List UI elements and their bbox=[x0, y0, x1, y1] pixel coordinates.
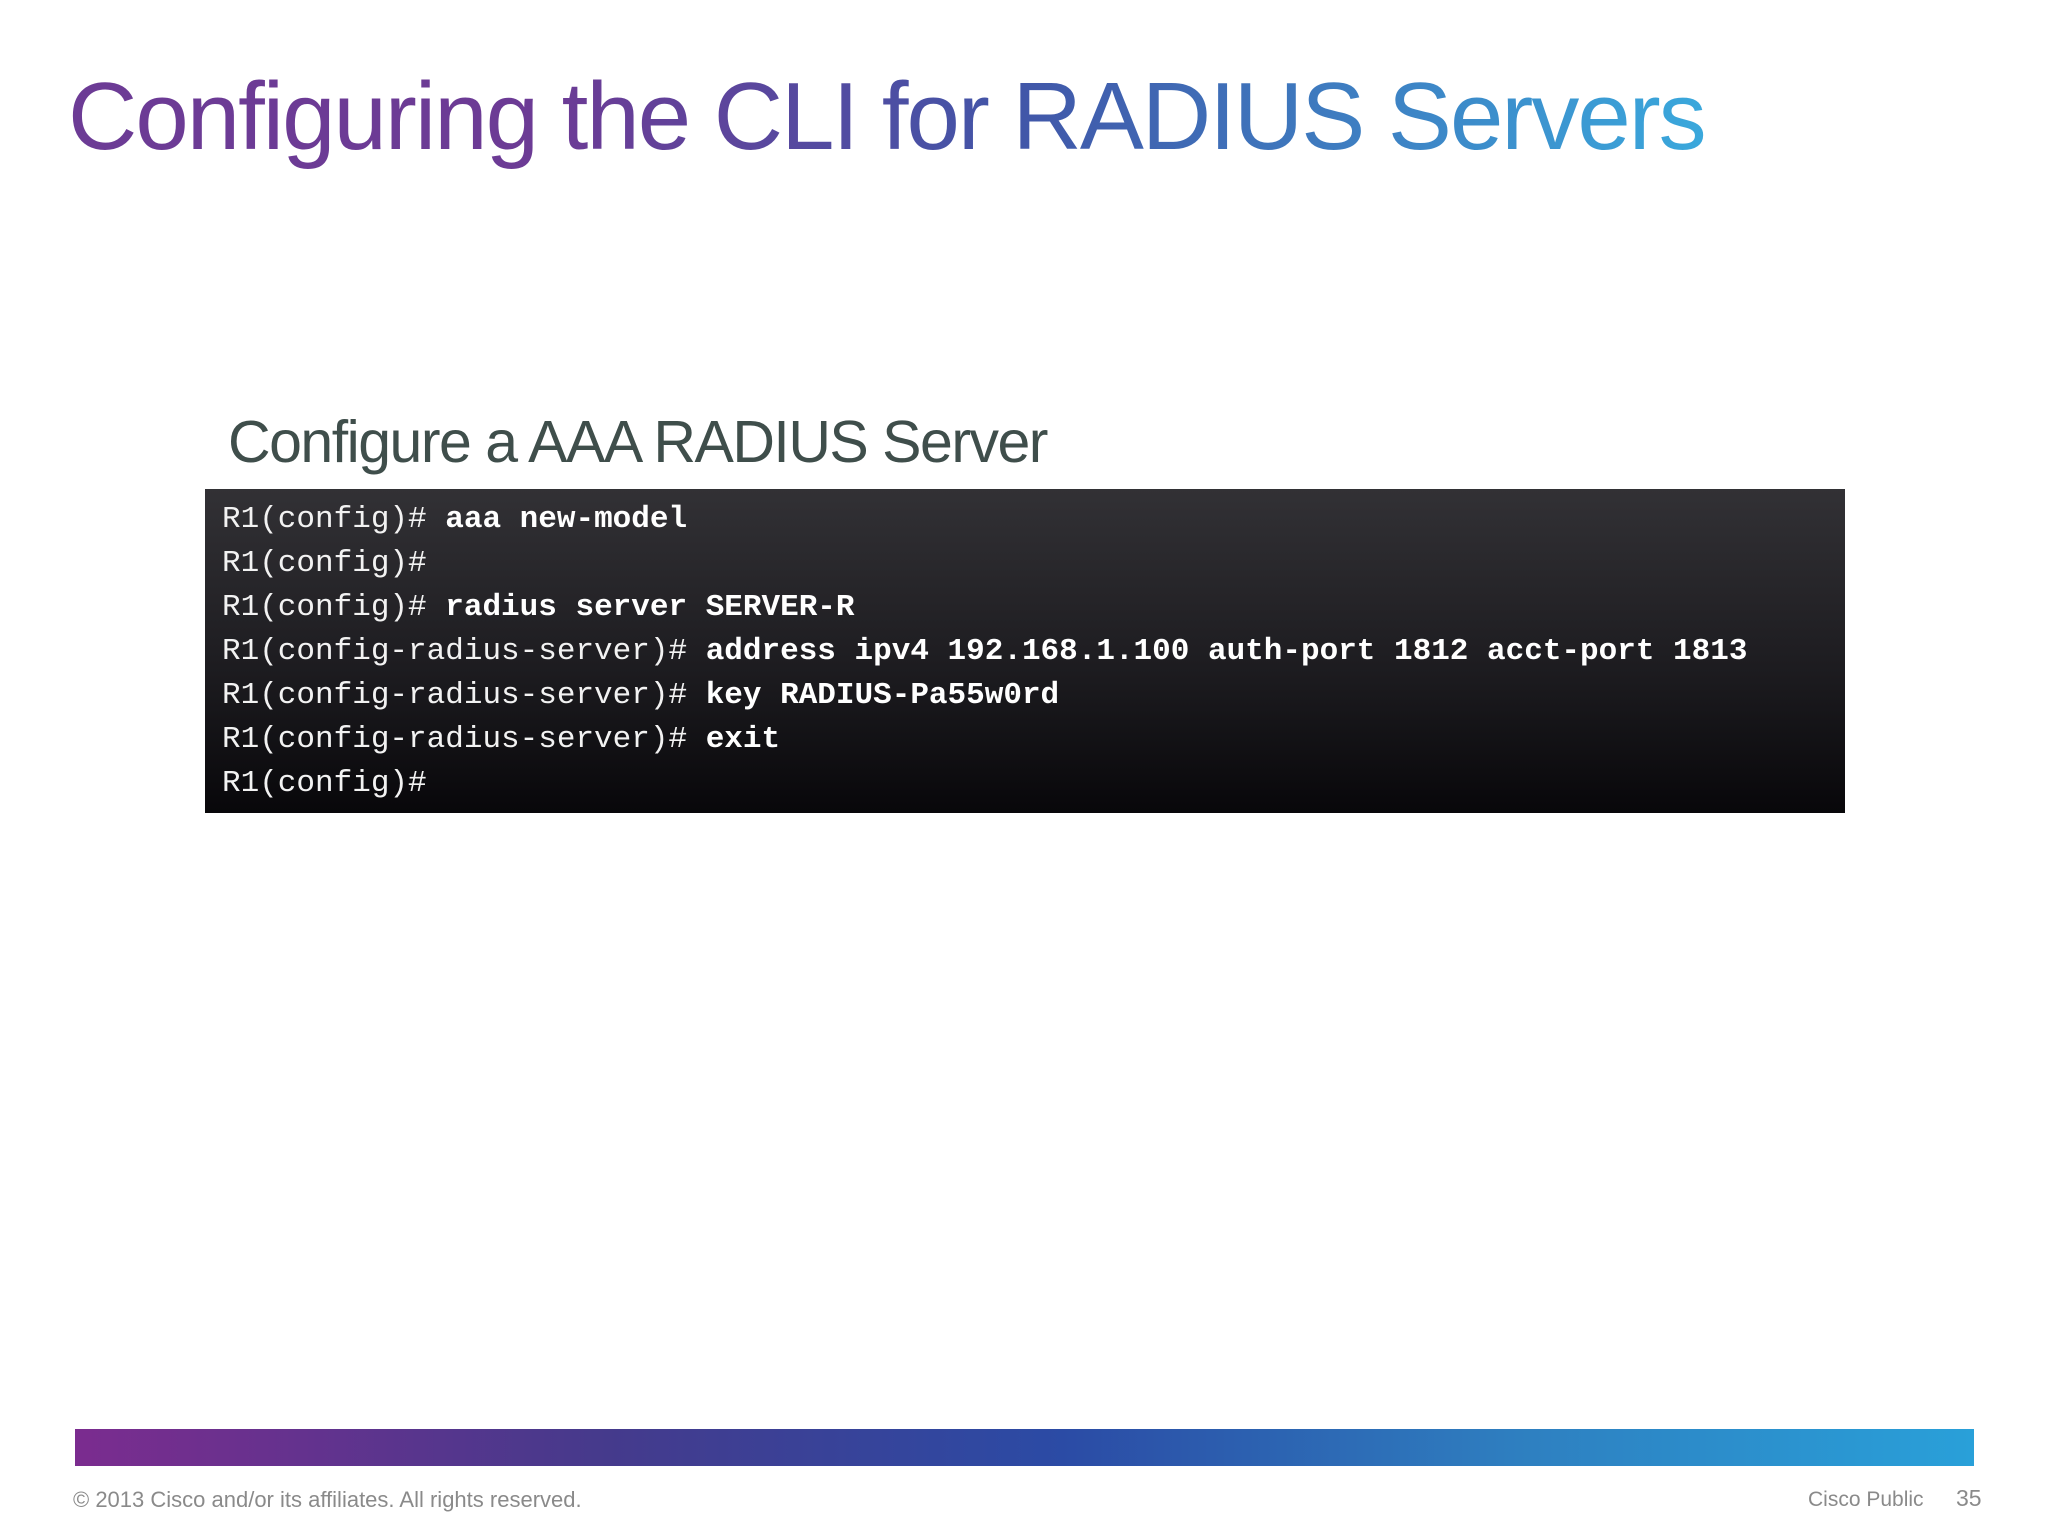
page-number: 35 bbox=[1956, 1485, 1982, 1511]
terminal-prompt: R1(config)# bbox=[222, 766, 427, 801]
terminal-line: R1(config-radius-server)# key RADIUS-Pa5… bbox=[222, 674, 1835, 718]
copyright-text: © 2013 Cisco and/or its affiliates. All … bbox=[73, 1487, 582, 1512]
terminal-prompt: R1(config)# bbox=[222, 502, 446, 537]
terminal-command: aaa new-model bbox=[445, 502, 688, 537]
terminal-command: address ipv4 192.168.1.100 auth-port 181… bbox=[705, 634, 1748, 669]
terminal-prompt: R1(config-radius-server)# bbox=[222, 722, 706, 757]
terminal-prompt: R1(config-radius-server)# bbox=[222, 678, 706, 713]
terminal-line: R1(config)# bbox=[222, 762, 1835, 806]
terminal-line: R1(config)# radius server SERVER-R bbox=[222, 586, 1835, 630]
terminal-prompt: R1(config)# bbox=[222, 546, 427, 581]
terminal-prompt: R1(config-radius-server)# bbox=[222, 634, 706, 669]
terminal-command: exit bbox=[705, 722, 781, 757]
terminal-command: radius server SERVER-R bbox=[445, 590, 855, 625]
classification-label: Cisco Public bbox=[1808, 1488, 1924, 1511]
terminal-caption: Configure a AAA RADIUS Server bbox=[228, 409, 1048, 475]
footer-gradient-bar bbox=[75, 1429, 1974, 1466]
terminal-line: R1(config-radius-server)# address ipv4 1… bbox=[222, 630, 1835, 674]
terminal-command: key RADIUS-Pa55w0rd bbox=[705, 678, 1060, 713]
terminal-line: R1(config)# bbox=[222, 542, 1835, 586]
terminal-line: R1(config-radius-server)# exit bbox=[222, 718, 1835, 762]
terminal-prompt: R1(config)# bbox=[222, 590, 446, 625]
terminal-line: R1(config)# aaa new-model bbox=[222, 498, 1835, 542]
slide-title: Configuring the CLI for RADIUS Servers bbox=[68, 62, 1707, 172]
